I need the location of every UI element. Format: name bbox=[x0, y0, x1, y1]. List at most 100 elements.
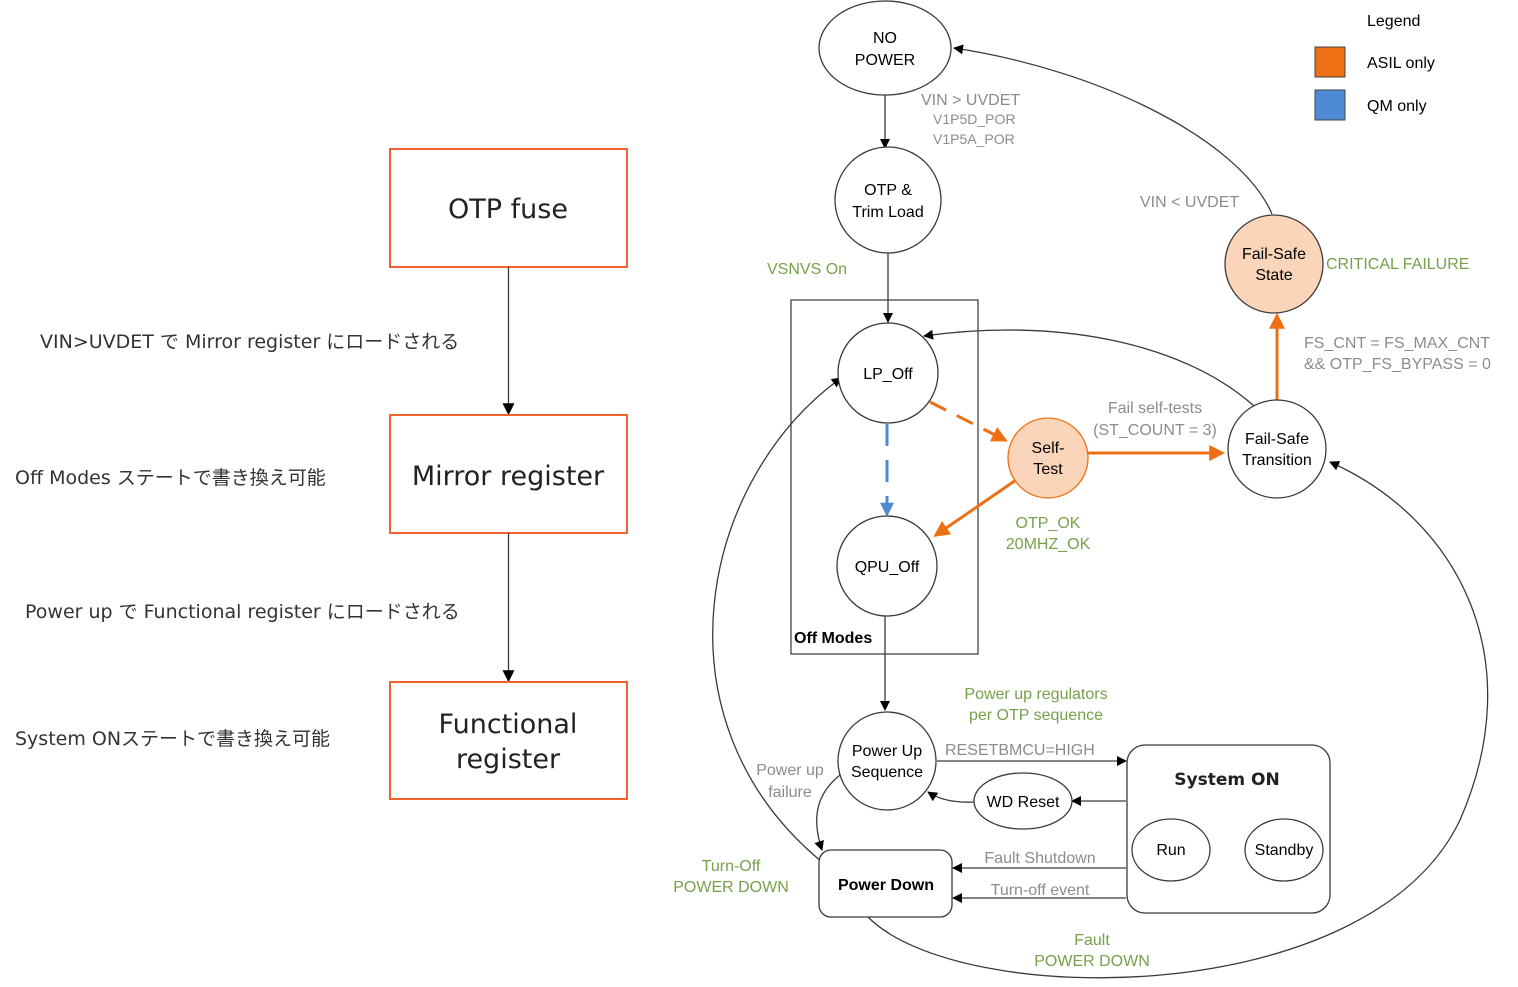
state-power-down[interactable]: Power Down bbox=[818, 849, 953, 918]
edge-lpoff-selftest-asil bbox=[929, 400, 1008, 442]
functional-register-label: Functional register bbox=[439, 709, 578, 775]
state-power-up-sequence[interactable]: Power Up Sequence bbox=[837, 711, 937, 811]
text-line: register bbox=[456, 744, 561, 775]
legend-swatch-asil bbox=[1314, 46, 1346, 78]
text-line: Fault Shutdown bbox=[984, 850, 1095, 867]
text-line: Sequence bbox=[851, 764, 923, 781]
label-por-signals: V1P5D_POR V1P5A_POR bbox=[933, 111, 1015, 147]
system-on-writable-note: System ONステートで書き換え可能 bbox=[15, 728, 330, 750]
text-line: Power up bbox=[756, 762, 824, 779]
state-lp-off-label: LP_Off bbox=[863, 366, 913, 383]
legend-title: Legend bbox=[1367, 13, 1420, 30]
text-line: Fault bbox=[1074, 932, 1110, 949]
text-line: POWER bbox=[855, 52, 915, 69]
text-line: failure bbox=[768, 784, 812, 801]
state-self-test[interactable]: Self-Test bbox=[1007, 417, 1089, 499]
text-line: Turn-off event bbox=[991, 882, 1090, 899]
label-vin-lt-uvdet: VIN < UVDET bbox=[1140, 194, 1239, 211]
legend: Legend ASIL only QM only bbox=[1314, 13, 1435, 121]
text-line: Turn-Off bbox=[702, 858, 761, 875]
label-vin-gt-uvdet: VIN > UVDET bbox=[921, 92, 1020, 109]
text-line: WD Reset bbox=[987, 794, 1060, 811]
edge-failsafe-nopower bbox=[953, 44, 1273, 215]
state-qpu-off-label: QPU_Off bbox=[855, 559, 920, 576]
text-line: V1P5D_POR bbox=[933, 111, 1015, 127]
legend-swatch-qm bbox=[1314, 89, 1346, 121]
state-standby[interactable]: Standby bbox=[1244, 818, 1324, 882]
label-power-up-regulators: Power up regulators per OTP sequence bbox=[964, 686, 1107, 724]
otp-fuse-box bbox=[389, 148, 628, 268]
otp-fuse-label: OTP fuse bbox=[448, 194, 568, 225]
state-standby-label: Standby bbox=[1255, 842, 1314, 859]
mirror-register-box bbox=[389, 414, 628, 534]
text-line: Fail self-tests bbox=[1108, 400, 1202, 417]
left-register-flow: OTP fuse Mirror register Functional regis… bbox=[15, 148, 628, 800]
text-line: VIN < UVDET bbox=[1140, 194, 1239, 211]
text-line: && OTP_FS_BYPASS = 0 bbox=[1304, 356, 1491, 373]
text-line: Run bbox=[1156, 842, 1185, 859]
legend-label-qm: QM only bbox=[1367, 98, 1427, 115]
text-line: per OTP sequence bbox=[969, 707, 1103, 724]
label-critical-failure: CRITICAL FAILURE bbox=[1326, 256, 1469, 273]
state-system-on-label: System ON bbox=[1174, 770, 1279, 790]
state-otp-trim-load-label: OTP & Trim Load bbox=[852, 182, 923, 221]
edge-powerdown-fstransition bbox=[867, 461, 1489, 979]
state-lp-off[interactable]: LP_Off bbox=[837, 322, 939, 424]
label-power-up-failure: Power up failure bbox=[756, 762, 824, 801]
label-fail-self-tests: Fail self-tests (ST_COUNT = 3) bbox=[1093, 400, 1217, 439]
transition-vin-uvdet-label: VIN>UVDET で Mirror register にロードされる bbox=[40, 331, 459, 353]
state-wd-reset[interactable]: WD Reset bbox=[973, 772, 1073, 830]
label-vsnvs-on: VSNVS On bbox=[767, 261, 847, 278]
text-line: QPU_Off bbox=[855, 559, 920, 576]
text-line: CRITICAL FAILURE bbox=[1326, 256, 1469, 273]
text-line: (ST_COUNT = 3) bbox=[1093, 422, 1217, 439]
label-fault-shutdown: Fault Shutdown bbox=[984, 850, 1095, 867]
transition-power-up-label: Power up で Functional register にロードされる bbox=[25, 601, 460, 623]
edge-powerdown-lpoff bbox=[712, 377, 842, 863]
text-line: V1P5A_POR bbox=[933, 131, 1015, 147]
edge-wdreset-powerup bbox=[927, 791, 975, 803]
text-line: Self- bbox=[1032, 440, 1065, 457]
text-line: Power Up bbox=[852, 743, 922, 760]
text-line: Mirror register bbox=[412, 461, 605, 492]
text-line: VSNVS On bbox=[767, 261, 847, 278]
text-line: POWER DOWN bbox=[1034, 953, 1150, 970]
text-line: 20MHZ_OK bbox=[1006, 536, 1091, 553]
state-power-up-sequence-label: Power Up Sequence bbox=[851, 743, 923, 781]
off-modes-label: Off Modes bbox=[794, 630, 872, 647]
text-line: System ON bbox=[1174, 770, 1279, 790]
legend-label-asil: ASIL only bbox=[1367, 55, 1435, 72]
text-line: VIN > UVDET bbox=[921, 92, 1020, 109]
state-wd-reset-label: WD Reset bbox=[987, 794, 1060, 811]
text-line: Trim Load bbox=[852, 204, 923, 221]
edge-selftest-qpuoff-asil bbox=[933, 478, 1017, 537]
state-run[interactable]: Run bbox=[1131, 818, 1211, 882]
mirror-register-label: Mirror register bbox=[412, 461, 605, 492]
edges bbox=[712, 44, 1489, 979]
state-qpu-off[interactable]: QPU_Off bbox=[836, 515, 938, 617]
state-self-test-label: Self-Test bbox=[1032, 440, 1065, 478]
text-line: Power up regulators bbox=[964, 686, 1107, 703]
text-line: Functional bbox=[439, 709, 578, 740]
text-line: State bbox=[1255, 267, 1292, 284]
functional-register-box bbox=[389, 681, 628, 800]
state-otp-trim-load[interactable]: OTP & Trim Load bbox=[834, 146, 942, 254]
edge-fstransition-lpoff bbox=[923, 329, 1255, 407]
text-line: POWER DOWN bbox=[673, 879, 789, 896]
text-line: Standby bbox=[1255, 842, 1314, 859]
text-line: Transition bbox=[1242, 452, 1312, 469]
text-line: OTP & bbox=[864, 182, 912, 199]
label-resetbmcu-high: RESETBMCU=HIGH bbox=[945, 742, 1095, 759]
text-line: FS_CNT = FS_MAX_CNT bbox=[1304, 335, 1490, 352]
text-line: Fail-Safe bbox=[1245, 431, 1309, 448]
